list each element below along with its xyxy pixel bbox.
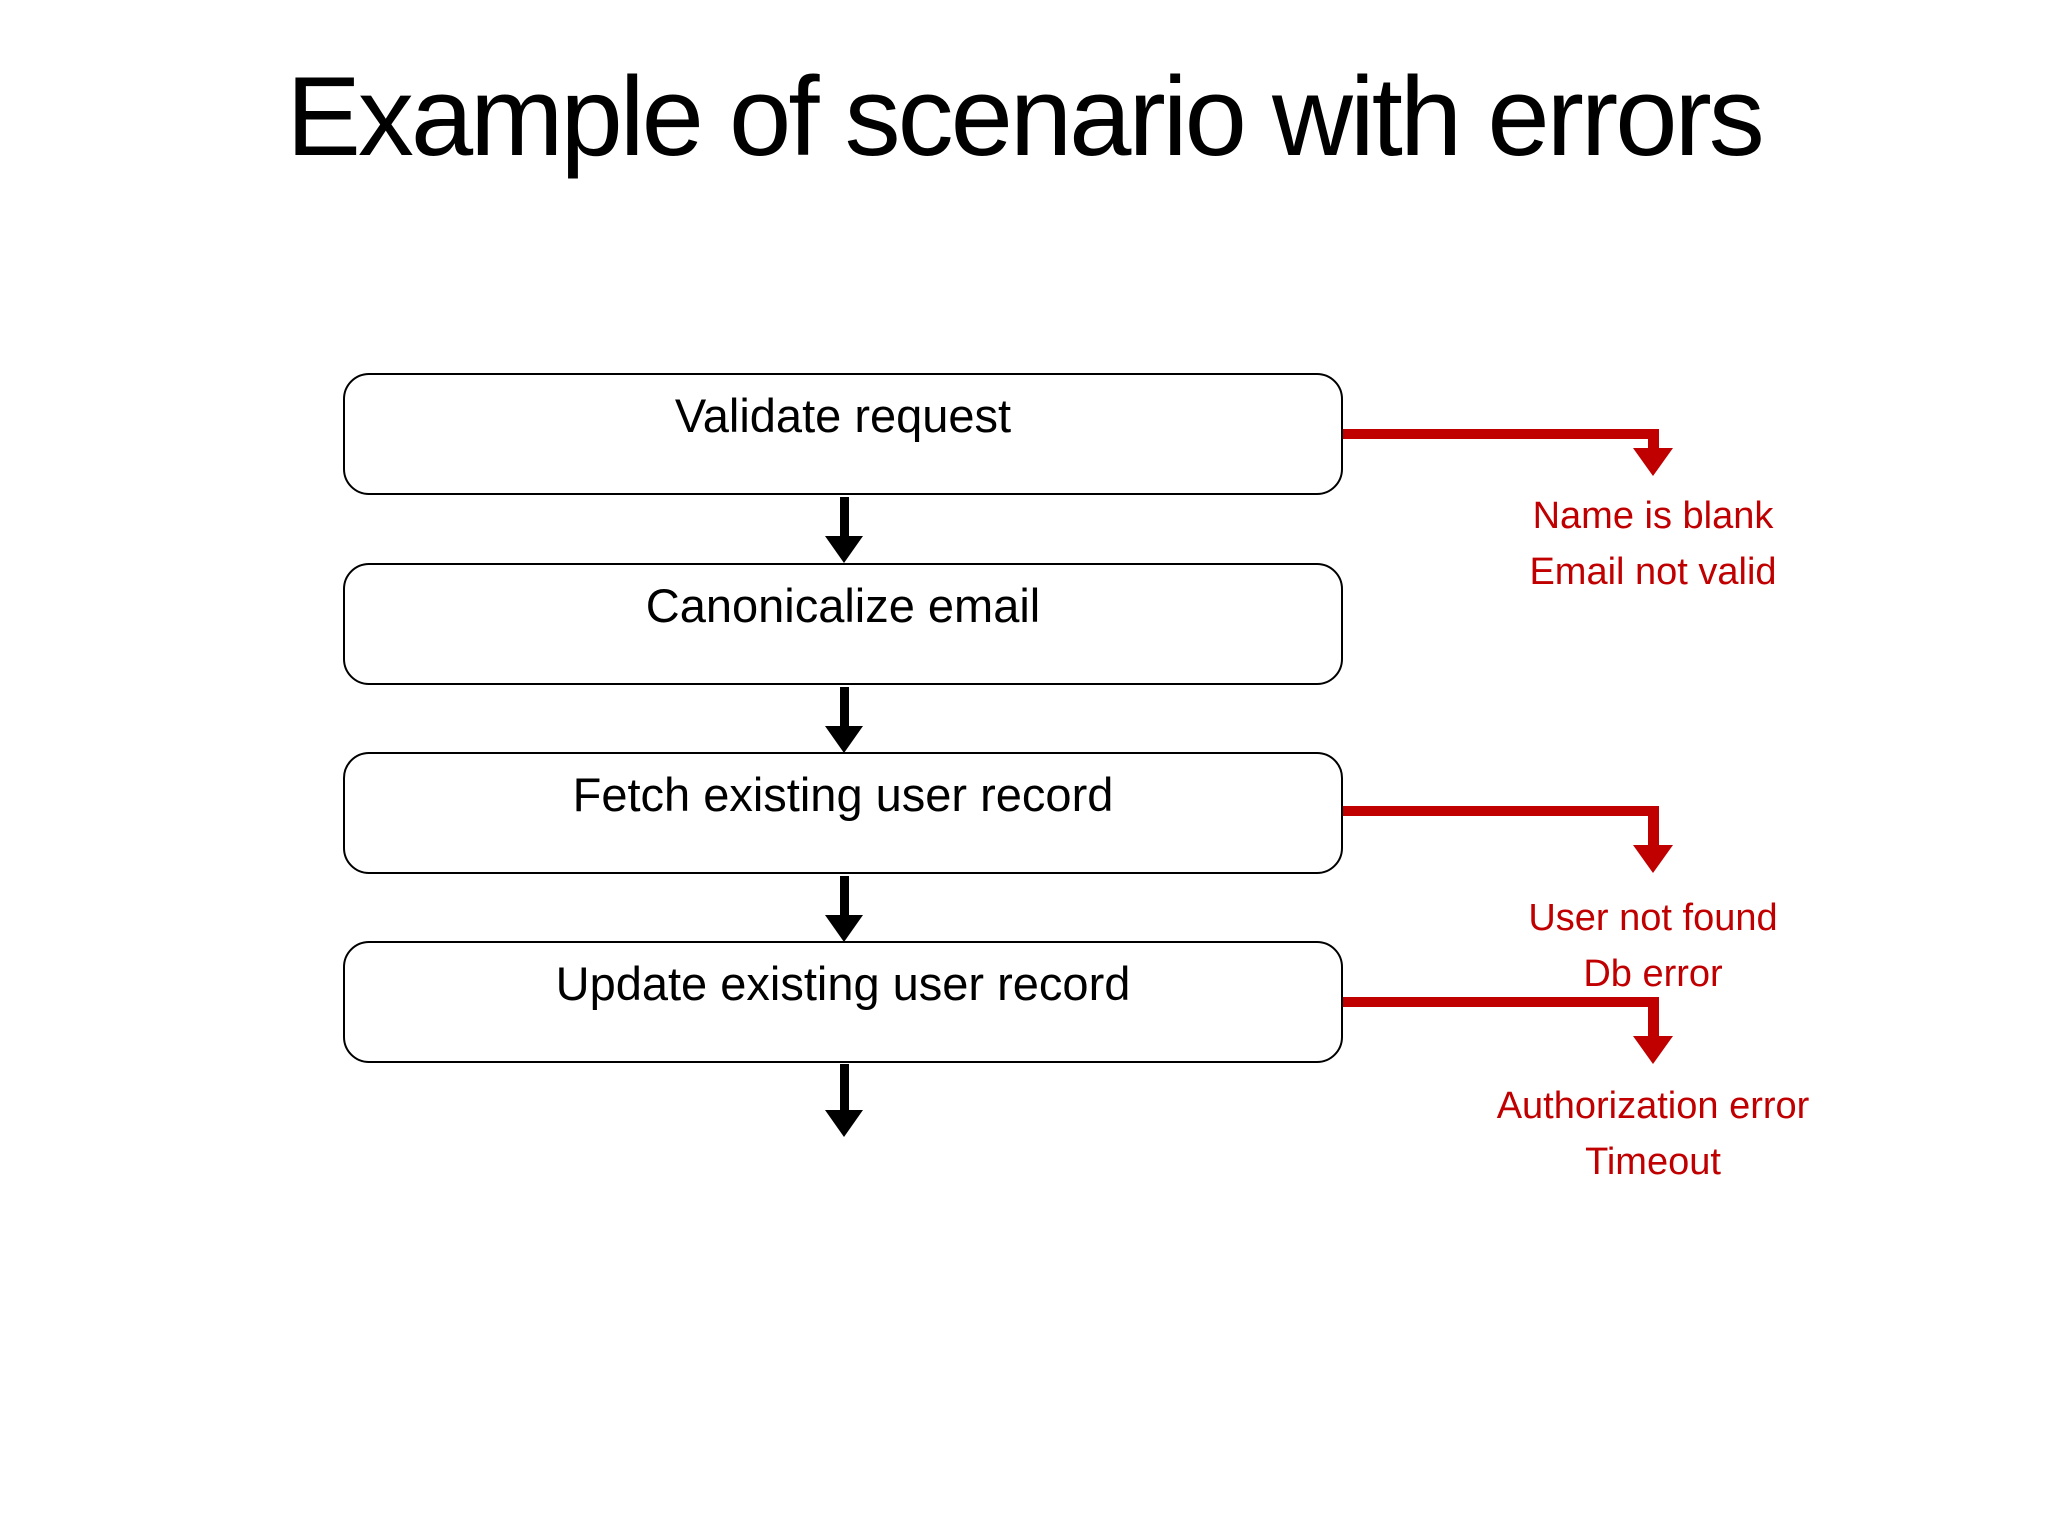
step-box-canonicalize-email: Canonicalize email [343,563,1343,685]
flow-down-arrow-icon [825,687,863,753]
flow-down-arrow-icon [825,497,863,563]
error-arrow-vertical [1648,429,1659,449]
step-label: Fetch existing user record [572,768,1114,821]
error-arrow-horizontal [1343,429,1659,439]
flow-down-arrow-icon [825,876,863,942]
arrow-shaft [839,497,849,536]
error-line: User not found [1528,897,1778,939]
arrow-shaft [839,687,849,726]
step-box-fetch-existing-user-record: Fetch existing user record [343,752,1343,874]
arrow-head [825,1110,863,1137]
error-line: Name is blank [1532,495,1774,537]
step-box-update-existing-user-record: Update existing user record [343,941,1343,1063]
step-label: Update existing user record [555,957,1131,1010]
error-line: Db error [1583,953,1723,995]
error-arrow-horizontal [1343,997,1659,1007]
arrow-head [825,915,863,942]
error-line: Authorization error [1496,1085,1810,1127]
error-line: Email not valid [1529,551,1777,593]
error-arrow-head [1633,1036,1673,1064]
error-label: Authorization error Timeout [1333,1078,1973,1190]
error-arrow-vertical [1648,997,1659,1037]
step-label: Canonicalize email [645,579,1041,632]
arrow-head [825,726,863,753]
flow-exit-down-arrow-icon [825,1064,863,1137]
error-label: User not found Db error [1333,890,1973,1002]
step-box-validate-request: Validate request [343,373,1343,495]
arrow-head [825,536,863,563]
slide-title: Example of scenario with errors [286,54,1765,179]
error-arrow-head [1633,845,1673,873]
arrow-shaft [839,876,849,915]
error-arrow-vertical [1648,806,1659,846]
error-arrow-horizontal [1343,806,1659,816]
error-arrow-head [1633,448,1673,476]
error-line: Timeout [1585,1141,1721,1183]
arrow-shaft [839,1064,849,1110]
step-label: Validate request [674,389,1012,442]
error-label: Name is blank Email not valid [1333,488,1973,600]
